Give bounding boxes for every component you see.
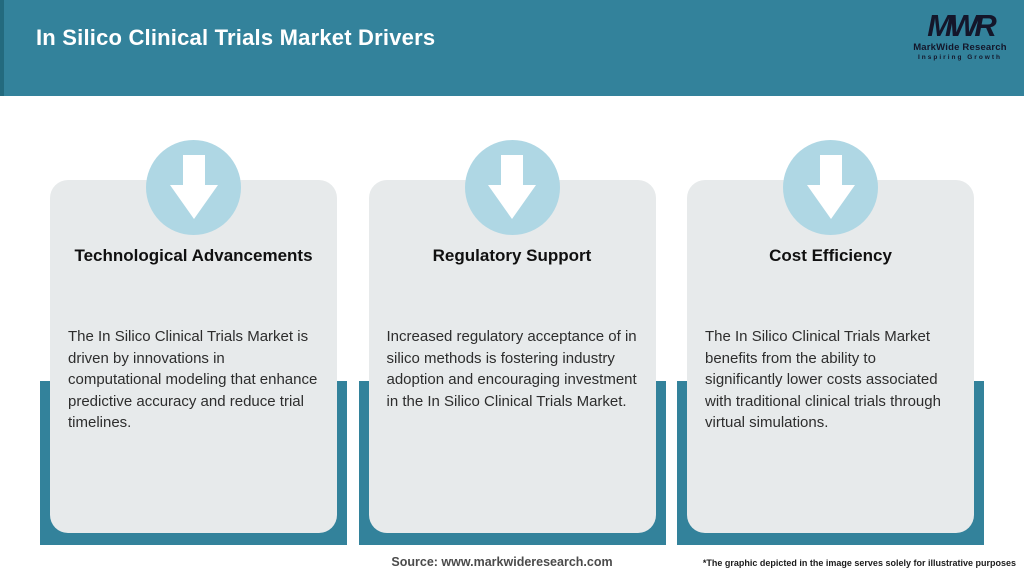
driver-card-technological-advancements: Technological Advancements The In Silico… (40, 140, 347, 545)
down-arrow-icon (169, 154, 218, 219)
down-arrow-icon (806, 154, 855, 219)
down-arrow-badge (146, 140, 241, 235)
header-banner: In Silico Clinical Trials Market Drivers… (0, 0, 1024, 96)
card-body: Cost Efficiency The In Silico Clinical T… (687, 180, 974, 533)
card-title: Regulatory Support (432, 246, 592, 265)
card-body: Technological Advancements The In Silico… (50, 180, 337, 533)
drivers-row: Technological Advancements The In Silico… (40, 140, 984, 545)
down-arrow-badge (464, 140, 560, 235)
logo-monogram: MWR (927, 8, 996, 43)
down-arrow-icon (488, 154, 536, 219)
card-description: The In Silico Clinical Trials Market is … (68, 328, 318, 431)
card-description: Increased regulatory acceptance of in si… (386, 328, 637, 410)
card-title: Cost Efficiency (769, 246, 892, 265)
driver-card-regulatory-support: Regulatory Support Increased regulatory … (358, 140, 666, 545)
source-text: Source: www.markwideresearch.com (391, 555, 613, 569)
disclaimer-text: *The graphic depicted in the image serve… (702, 558, 1016, 568)
markwide-research-logo: MWR MarkWide Research Inspiring Growth (912, 10, 1008, 61)
down-arrow-badge (783, 140, 878, 235)
logo-name: MarkWide Research (913, 42, 1007, 53)
logo-tagline: Inspiring Growth (918, 53, 1002, 61)
card-description: The In Silico Clinical Trials Market ben… (705, 328, 941, 431)
page-title: In Silico Clinical Trials Market Drivers (36, 25, 436, 50)
driver-card-cost-efficiency: Cost Efficiency The In Silico Clinical T… (677, 140, 984, 545)
card-body: Regulatory Support Increased regulatory … (368, 180, 656, 533)
card-title: Technological Advancements (74, 246, 313, 265)
